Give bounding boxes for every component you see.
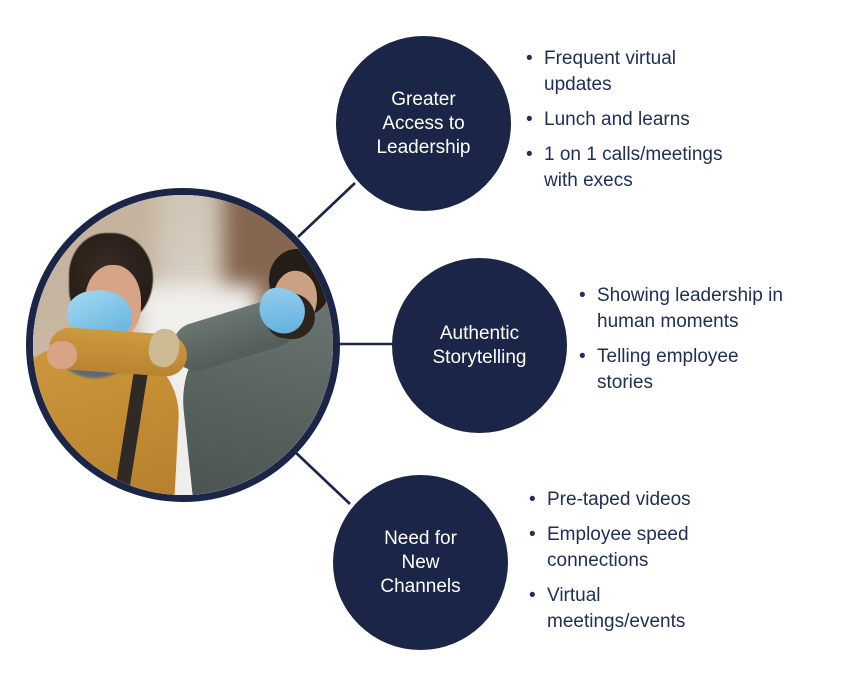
node-label-line: Authentic: [439, 322, 520, 344]
bullet-item: 1 on 1 calls/meetings with execs: [524, 142, 729, 194]
node-label-line: Access to: [382, 112, 465, 134]
bullet-item: Lunch and learns: [524, 107, 729, 133]
node-label-line: Leadership: [376, 136, 471, 158]
node-label-line: Need for: [384, 527, 457, 549]
node-label-line: Storytelling: [432, 346, 527, 368]
node-circle-greater-access-to-leadership: Greater Access to Leadership: [336, 36, 511, 211]
bullet-list-greater-access-to-leadership: Frequent virtual updates Lunch and learn…: [524, 46, 729, 203]
node-label-line: Greater: [391, 88, 456, 110]
node-label-authentic-storytelling: Authentic Storytelling: [433, 322, 527, 370]
bullet-item: Telling employee stories: [577, 344, 792, 396]
node-label-greater-access-to-leadership: Greater Access to Leadership: [376, 88, 470, 160]
node-label-line: Channels: [380, 575, 461, 597]
bullet-list-need-for-new-channels: Pre-taped videos Employee speed connecti…: [527, 487, 722, 644]
bullet-item: Showing leadership in human moments: [577, 283, 792, 335]
left-person-hand: [47, 341, 77, 369]
center-photo-image: [33, 195, 333, 495]
node-circle-authentic-storytelling: Authentic Storytelling: [392, 258, 567, 433]
bullet-item: Virtual meetings/events: [527, 583, 722, 635]
bullet-list-authentic-storytelling: Showing leadership in human moments Tell…: [577, 283, 792, 405]
node-circle-need-for-new-channels: Need for New Channels: [333, 475, 508, 650]
bullet-item: Pre-taped videos: [527, 487, 722, 513]
center-photo: [26, 188, 340, 502]
bullet-item: Frequent virtual updates: [524, 46, 729, 98]
node-label-line: New: [401, 551, 440, 573]
node-label-need-for-new-channels: Need for New Channels: [380, 527, 460, 599]
bullet-item: Employee speed connections: [527, 522, 722, 574]
